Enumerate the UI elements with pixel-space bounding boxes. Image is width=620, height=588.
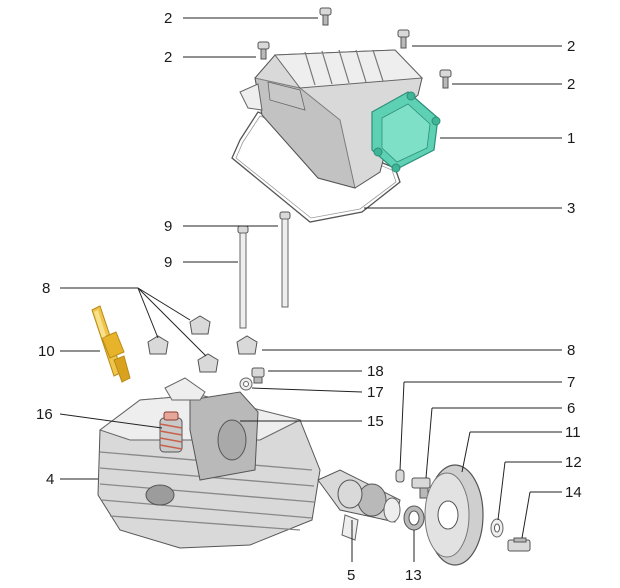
bearing-ring (403, 505, 425, 531)
callout-4: 4 (46, 471, 54, 488)
cylinder-head (97, 377, 321, 549)
camshaft (317, 469, 401, 541)
long-stud-bolt (237, 225, 249, 329)
cover-screw (319, 7, 332, 26)
callout-9-lower: 9 (164, 254, 172, 271)
cover-screw (439, 69, 452, 89)
small-bolt (251, 367, 265, 384)
callout-12: 12 (565, 454, 582, 471)
callout-11: 11 (565, 424, 581, 441)
callout-18: 18 (367, 363, 384, 380)
callout-15: 15 (367, 413, 384, 430)
cap-nut (197, 353, 219, 373)
callout-14: 14 (565, 484, 582, 501)
callout-17: 17 (367, 384, 384, 401)
cover-screw (257, 41, 270, 60)
callout-2-top: 2 (164, 10, 172, 27)
cap-nut (189, 315, 211, 335)
callout-2-right: 2 (567, 38, 575, 55)
callout-5: 5 (347, 567, 355, 584)
cover-screw (397, 29, 410, 49)
callout-6: 6 (567, 400, 575, 417)
leader-lines (59, 17, 562, 562)
dowel-pin (395, 469, 405, 483)
callout-2-right-lower: 2 (567, 76, 575, 93)
callout-13: 13 (405, 567, 422, 584)
long-stud-bolt (279, 211, 291, 308)
cap-nut (236, 335, 258, 355)
callout-8-right: 8 (567, 342, 575, 359)
callout-9-upper: 9 (164, 218, 172, 235)
washer (239, 377, 253, 391)
cam-sprocket (424, 464, 484, 566)
callout-8-left: 8 (42, 280, 50, 297)
sprocket-bolt (507, 537, 531, 552)
callout-10: 10 (38, 343, 55, 360)
callout-2-left: 2 (164, 49, 172, 66)
spark-plug (91, 305, 131, 383)
valve-cover-side-plate (371, 91, 441, 173)
cap-nut (147, 335, 169, 355)
valve-spring (159, 411, 183, 453)
callout-1: 1 (567, 130, 575, 147)
thrust-washer (490, 518, 504, 538)
callout-3: 3 (567, 200, 575, 217)
callout-7: 7 (567, 374, 575, 391)
callout-16: 16 (36, 406, 53, 423)
